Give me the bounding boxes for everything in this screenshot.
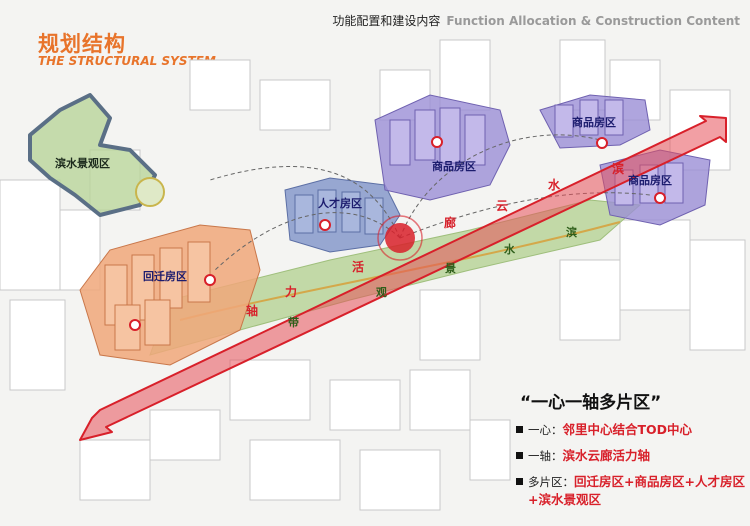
axis-char-3: 活: [352, 259, 364, 274]
section-header: 功能配置和建设内容 Function Allocation & Construct…: [332, 12, 740, 29]
legend-item-center: 一心：邻里中心结合TOD中心: [516, 421, 748, 439]
legend-title: “一心一轴多片区”: [520, 393, 662, 413]
commercial-zone-1: [374, 94, 511, 201]
radiating-arcs: [209, 134, 651, 271]
center-node: [377, 215, 423, 261]
legend-value: 滨水云廊活力轴: [562, 448, 651, 463]
zone-label-waterfront: 滨水景观区: [55, 156, 110, 170]
legend-key: 多片区：: [528, 475, 574, 489]
green-char-1: 带: [288, 315, 299, 329]
green-char-3: 景: [444, 262, 456, 275]
page-title: 规划结构: [38, 32, 126, 56]
axis-char-7: 滨: [612, 161, 624, 176]
axis-char-4: 廊: [444, 215, 456, 230]
zone-label-commercial-3: 商品房区: [628, 173, 672, 187]
waterfront-zone: [28, 93, 157, 217]
commercial-zone-2: [539, 94, 651, 149]
section-header-en: Function Allocation & Construction Conte…: [446, 14, 740, 28]
legend-value: 回迁房区+商品房区+人才房区+滨水景观区: [528, 474, 745, 507]
green-char-5: 滨: [566, 225, 577, 239]
axis-arrow: [79, 115, 727, 441]
legend-bullet: [516, 478, 523, 485]
waterfront-pond: [135, 177, 165, 207]
legend-panel: “一心一轴多片区” 一心：邻里中心结合TOD中心 一轴：滨水云廊活力轴 多片区：…: [516, 388, 748, 516]
zone-label-talent: 人才房区: [318, 196, 362, 210]
page-title-english: THE STRUCTURAL SYSTEM: [38, 54, 216, 68]
green-char-4: 水: [504, 242, 516, 256]
legend-bullet: [516, 426, 523, 433]
zone-label-commercial-1: 商品房区: [432, 159, 476, 173]
section-header-cn: 功能配置和建设内容: [332, 14, 441, 28]
talent-zone: [284, 177, 401, 253]
green-char-2: 观: [376, 286, 387, 299]
legend-item-axis: 一轴：滨水云廊活力轴: [516, 447, 748, 465]
legend-key: 一轴：: [528, 449, 563, 463]
relocation-zone: [79, 224, 261, 366]
zone-label-relocation: 回迁房区: [143, 269, 187, 283]
axis-char-2: 力: [285, 284, 297, 299]
legend-value: 邻里中心结合TOD中心: [562, 422, 693, 437]
legend-item-zones: 多片区：回迁房区+商品房区+人才房区+滨水景观区: [516, 473, 748, 508]
axis-char-1: 轴: [246, 303, 258, 318]
zone-markers: [129, 136, 666, 331]
axis-char-6: 水: [548, 177, 561, 192]
axis-char-5: 云: [496, 199, 508, 213]
legend-bullet: [516, 452, 523, 459]
legend-key: 一心：: [528, 423, 563, 437]
zone-label-commercial-2: 商品房区: [572, 115, 616, 129]
